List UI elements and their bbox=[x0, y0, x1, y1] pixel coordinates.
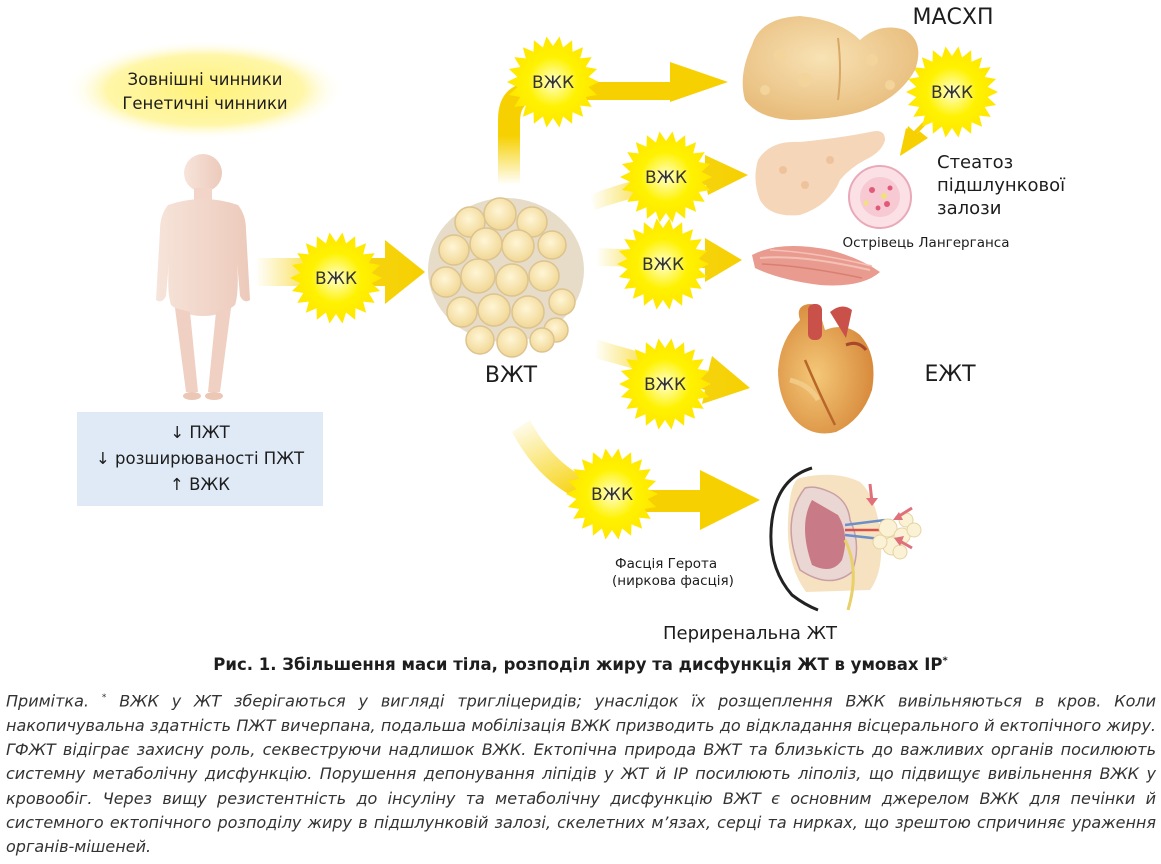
ffa-burst-pancreas-liver: ВЖК bbox=[906, 46, 998, 138]
ffa-label: ВЖК bbox=[591, 485, 633, 505]
muscle-illustration bbox=[752, 246, 880, 286]
adipocyte bbox=[483, 197, 517, 231]
sat-line-1: ↓ ПЖТ bbox=[170, 423, 230, 442]
vat-adipose-cluster: ВЖТ bbox=[428, 197, 584, 388]
note-mark: * bbox=[101, 693, 107, 703]
perirenal-label: Периренальна ЖТ bbox=[663, 623, 838, 644]
ffa-label: ВЖК bbox=[532, 73, 574, 93]
adipocyte bbox=[495, 263, 529, 297]
diagram-canvas: Зовнішні чинники Генетичні чинники ВЖ bbox=[65, 5, 1066, 644]
islet-label: Острівець Лангерганса bbox=[842, 235, 1009, 251]
ffa-label: ВЖК bbox=[642, 255, 684, 275]
adipocyte bbox=[446, 296, 478, 328]
adipocyte bbox=[496, 326, 528, 358]
perirenal-fat-lobule bbox=[878, 518, 898, 538]
caption-mark: * bbox=[942, 655, 948, 667]
pancreas-illustration bbox=[755, 131, 885, 216]
sat-status-box: ↓ ПЖТ ↓ розширюваності ПЖТ ↑ ВЖК bbox=[77, 412, 323, 506]
adipocyte bbox=[438, 234, 470, 266]
fascia-label-line2: (ниркова фасція) bbox=[612, 573, 734, 589]
ffa-label: ВЖК bbox=[315, 269, 357, 289]
perirenal-fat-lobule bbox=[892, 544, 908, 560]
heart-illustration: ЕЖТ bbox=[778, 304, 976, 434]
liver-illustration: МАСХП bbox=[742, 5, 994, 120]
arrow-liver-to-pancreas bbox=[900, 105, 945, 156]
pancreas-label-line1: Стеатоз bbox=[937, 152, 1013, 173]
perirenal-fat-lobule bbox=[872, 534, 888, 550]
adipocyte bbox=[537, 230, 567, 260]
factor-genetic: Генетичні чинники bbox=[122, 94, 287, 113]
note-label: Примітка. bbox=[6, 691, 89, 711]
adipocyte bbox=[529, 327, 555, 353]
figure-note: Примітка. * ВЖК у ЖТ зберігаються у вигл… bbox=[6, 686, 1156, 859]
sat-line-2: ↓ розширюваності ПЖТ bbox=[95, 449, 305, 468]
factors-glow: Зовнішні чинники Генетичні чинники bbox=[65, 40, 345, 140]
vat-label: ВЖТ bbox=[485, 363, 538, 388]
factor-external: Зовнішні чинники bbox=[128, 70, 283, 89]
pancreas-label-line3: залози bbox=[937, 198, 1001, 219]
pancreas-steatosis-label: Стеатоз підшлункової залози bbox=[937, 152, 1066, 219]
adipocyte bbox=[511, 295, 545, 329]
adipocyte bbox=[469, 227, 503, 261]
figure-caption: Рис. 1. Збільшення маси тіла, розподіл ж… bbox=[0, 655, 1161, 674]
ffa-burst-pancreas: ВЖК bbox=[620, 131, 712, 223]
caption-text: Рис. 1. Збільшення маси тіла, розподіл ж… bbox=[213, 655, 943, 674]
arrow-vat-to-kidney bbox=[512, 420, 760, 530]
sat-line-3: ↑ ВЖК bbox=[170, 475, 230, 494]
liver-label: МАСХП bbox=[912, 5, 993, 30]
pancreas-label-line2: підшлункової bbox=[937, 175, 1066, 196]
ffa-bursts: ВЖК ВЖК ВЖК ВЖК ВЖК ВЖК ВЖК bbox=[290, 36, 998, 540]
adipocyte bbox=[454, 206, 486, 238]
note-text: ВЖК у ЖТ зберігаються у вигляді тригліце… bbox=[6, 691, 1157, 857]
ffa-label: ВЖК bbox=[644, 375, 686, 395]
ffa-burst-heart: ВЖК bbox=[619, 338, 711, 430]
adipocyte bbox=[460, 258, 496, 294]
adipocyte bbox=[477, 293, 511, 327]
fascia-label-line1: Фасція Герота bbox=[615, 556, 717, 572]
ffa-label: ВЖК bbox=[645, 168, 687, 188]
adipocyte bbox=[465, 325, 495, 355]
ffa-burst-kidney: ВЖК bbox=[566, 448, 658, 540]
ffa-burst-body: ВЖК bbox=[290, 232, 382, 324]
kidney-illustration: Фасція Герота (ниркова фасція) Периренал… bbox=[612, 466, 922, 644]
ffa-label: ВЖК bbox=[931, 83, 973, 103]
adipocyte bbox=[430, 266, 462, 298]
ffa-burst-liver: ВЖК bbox=[507, 36, 599, 128]
heart-label: ЕЖТ bbox=[924, 362, 976, 387]
human-figure bbox=[156, 154, 250, 400]
adipocyte bbox=[501, 229, 535, 263]
islet-illustration: Острівець Лангерганса bbox=[842, 165, 1010, 251]
adipocyte bbox=[528, 260, 560, 292]
adipocyte bbox=[548, 288, 576, 316]
ffa-burst-muscle: ВЖК bbox=[617, 218, 709, 310]
perirenal-fat-lobule bbox=[906, 522, 922, 538]
